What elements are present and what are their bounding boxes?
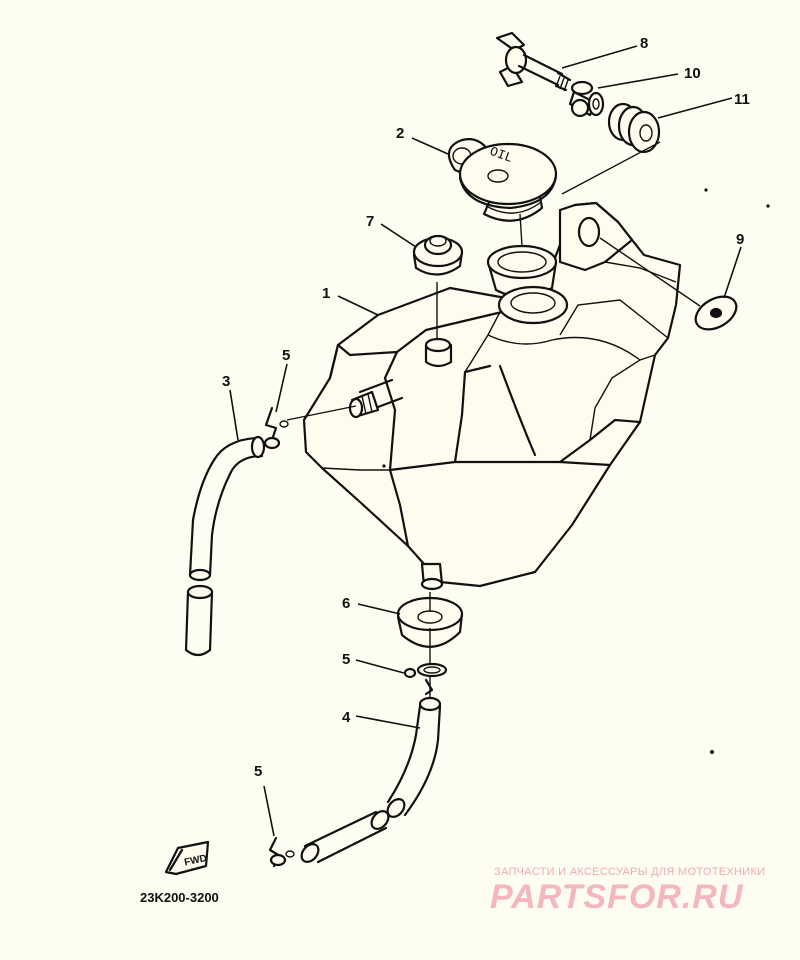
part-5-clip-lower [268, 836, 295, 868]
fwd-arrow-icon: FWD [164, 840, 210, 876]
callout-8: 8 [640, 35, 648, 52]
callout-2: 2 [396, 125, 404, 142]
callout-3: 3 [222, 373, 230, 390]
part-10-collar [568, 80, 605, 118]
part-7-damper [412, 234, 464, 276]
part-5-clip-upper [263, 406, 289, 450]
part-5-clip-middle [403, 662, 448, 696]
callout-5-lower: 5 [254, 763, 262, 780]
watermark-brand: PARTSFOR.RU [490, 878, 744, 916]
part-2-oil-cap: OIL [447, 138, 558, 222]
leader-lines [229, 45, 742, 837]
fwd-mark: FWD [183, 853, 208, 868]
callout-1: 1 [322, 285, 330, 302]
callout-5-middle: 5 [342, 651, 350, 668]
callout-5-upper: 5 [282, 347, 290, 364]
part-3-hose [184, 435, 266, 657]
part-1-oil-tank [302, 201, 682, 591]
part-8-bolt [495, 31, 572, 92]
callout-6: 6 [342, 595, 350, 612]
callout-10: 10 [684, 65, 701, 82]
callout-11: 11 [734, 91, 750, 108]
callout-4: 4 [342, 709, 351, 726]
scan-specks [382, 188, 770, 754]
part-4-hose [300, 696, 442, 864]
callout-7: 7 [366, 213, 374, 230]
figure-code: 23K200-3200 [140, 890, 219, 905]
part-9-washer [694, 295, 738, 331]
callout-9: 9 [736, 231, 744, 248]
assembly-lines [286, 141, 701, 698]
part-11-grommet [607, 102, 661, 154]
watermark-subtitle: ЗАПЧАСТИ И АКСЕССУАРЫ ДЛЯ МОТОТЕХНИКИ [494, 866, 766, 878]
callout-numbers: 1 2 3 4 5 5 5 6 7 8 9 10 11 [222, 35, 750, 780]
